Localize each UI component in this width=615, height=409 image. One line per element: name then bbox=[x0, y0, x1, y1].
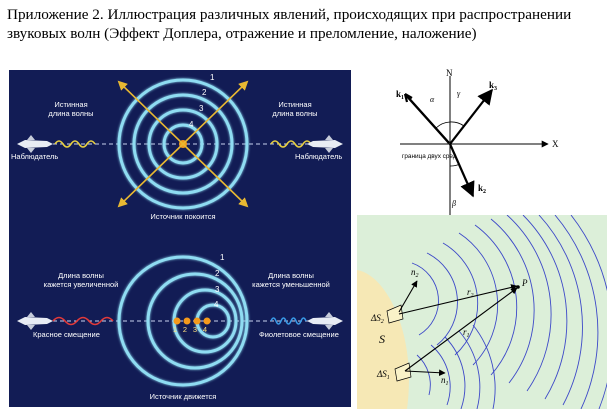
ring-label-1: 1 bbox=[210, 73, 215, 82]
red-shift-wave bbox=[52, 316, 114, 326]
wave-ring-3 bbox=[147, 108, 219, 180]
arrow-down-left bbox=[117, 143, 184, 208]
k1-label: k1 bbox=[396, 89, 404, 101]
violet-shift-label: Фиолетовое смещение bbox=[259, 330, 339, 339]
shuttle-icon bbox=[17, 135, 53, 153]
ds2-label: ΔS2 bbox=[370, 313, 384, 325]
surface-element-2 bbox=[386, 304, 404, 324]
ring-label-2: 2 bbox=[215, 269, 220, 278]
reflected-ray bbox=[449, 88, 493, 145]
gamma-label: γ bbox=[457, 89, 461, 98]
ring-label-3: 3 bbox=[215, 285, 220, 294]
shuttle-icon bbox=[17, 312, 53, 330]
axis-x-label: X bbox=[552, 139, 559, 149]
n2-vector bbox=[398, 280, 418, 313]
arrow-up-left bbox=[117, 80, 184, 145]
wave-right bbox=[270, 140, 312, 148]
arrow-down-right bbox=[182, 143, 249, 208]
angle-gamma-arc bbox=[449, 121, 465, 127]
violet-shift-wave bbox=[270, 317, 307, 325]
wave-ring-2 bbox=[132, 93, 234, 195]
interference-diagram: P S ΔS2 ΔS1 n2 n1 r2 r1 bbox=[357, 215, 607, 409]
observer-right-label: Наблюдатель bbox=[295, 152, 342, 161]
alpha-label: α bbox=[430, 95, 435, 104]
r2-label: r2 bbox=[467, 287, 474, 299]
ring-label-3: 3 bbox=[199, 104, 204, 113]
wave-ring-1 bbox=[117, 78, 249, 210]
r1-vector bbox=[404, 287, 518, 372]
reflection-refraction-diagram: N X α γ β k1 k3 k2 граница двух сред bbox=[396, 68, 559, 216]
wave-left bbox=[54, 140, 96, 148]
axis-n-label: N bbox=[446, 68, 453, 78]
stationary-caption: Источник покоится bbox=[150, 212, 215, 221]
beta-label: β bbox=[451, 199, 456, 208]
n1-label: n1 bbox=[441, 375, 449, 387]
angle-alpha-arc bbox=[435, 121, 451, 129]
source-position-2: 2 bbox=[183, 325, 187, 334]
source-position-4: 4 bbox=[203, 325, 207, 334]
shuttle-icon bbox=[307, 312, 343, 330]
ring-label-2: 2 bbox=[202, 88, 207, 97]
boundary-label: граница двух сред bbox=[402, 153, 457, 160]
arrow-up-right bbox=[182, 80, 249, 145]
page-title: Приложение 2. Иллюстрация различных явле… bbox=[7, 6, 572, 42]
s-label: S bbox=[379, 332, 385, 346]
incident-arrow bbox=[403, 93, 450, 144]
wave-ring-4 bbox=[162, 123, 204, 165]
point-p bbox=[516, 285, 520, 289]
ring-label-4: 4 bbox=[189, 120, 194, 129]
red-shift-label: Красное смещение bbox=[33, 330, 100, 339]
shuttle-icon bbox=[307, 135, 343, 153]
source-position-1: 1 bbox=[173, 325, 177, 334]
angle-beta-arc bbox=[449, 163, 461, 167]
n2-label: n2 bbox=[411, 267, 419, 279]
ring-label-1: 1 bbox=[220, 253, 225, 262]
source-dot bbox=[173, 317, 181, 325]
wave-fronts bbox=[411, 215, 607, 409]
ds1-label: ΔS1 bbox=[376, 369, 390, 381]
source-dot bbox=[193, 317, 201, 325]
r2-vector bbox=[398, 284, 518, 315]
moving-source-diagram: 1 2 3 4 1 2 3 4 bbox=[17, 253, 343, 401]
wave-ring-1 bbox=[117, 255, 249, 387]
wave-ring-2 bbox=[146, 272, 244, 370]
r1-label: r1 bbox=[463, 327, 470, 339]
n1-vector bbox=[404, 369, 446, 376]
p-label: P bbox=[521, 278, 528, 288]
source-dot bbox=[203, 317, 211, 325]
refracted-ray bbox=[448, 143, 475, 198]
surface-element-1 bbox=[394, 362, 412, 382]
source-position-3: 3 bbox=[193, 325, 197, 334]
moving-caption: Источник движется bbox=[150, 392, 217, 401]
source-dot bbox=[183, 317, 191, 325]
k2-label: k2 bbox=[478, 183, 486, 195]
ring-label-4: 4 bbox=[214, 300, 219, 309]
observer-left-label: Наблюдатель bbox=[11, 152, 58, 161]
k3-label: k3 bbox=[489, 80, 497, 92]
